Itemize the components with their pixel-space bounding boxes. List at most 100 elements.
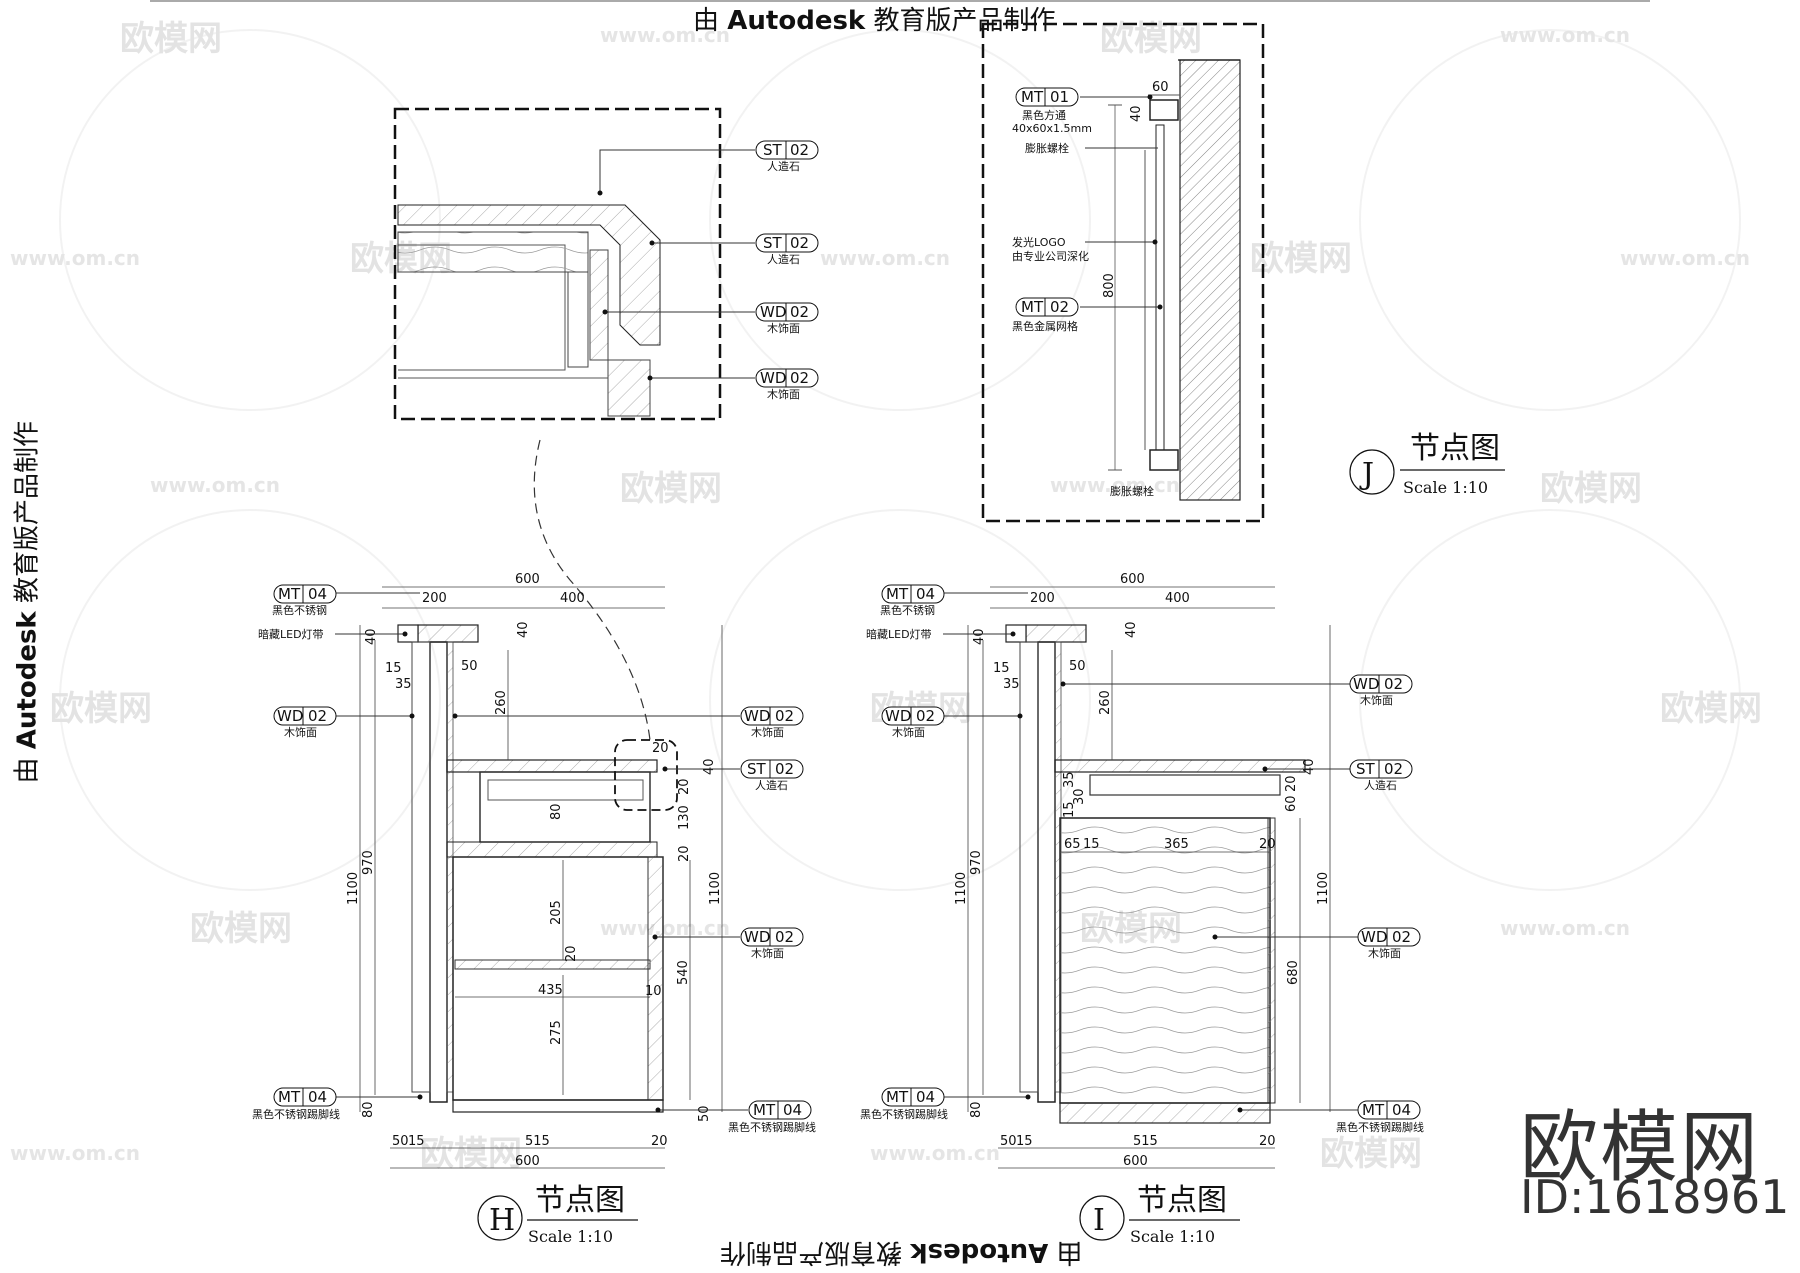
svg-text:木饰面: 木饰面 — [1360, 693, 1393, 707]
material-tag-st02: ST 02 人造石 — [755, 233, 819, 266]
svg-text:ST: ST — [763, 234, 783, 252]
svg-text:10: 10 — [645, 984, 662, 999]
detail-i-view: 600 200 400 40 40 15 35 50 260 40 20 60 … — [860, 572, 1424, 1246]
brand-logo: 欧模网 — [1520, 1103, 1761, 1193]
bolt-label: 膨胀螺栓 — [1025, 141, 1069, 155]
svg-text:02: 02 — [790, 369, 809, 387]
svg-text:970: 970 — [361, 850, 376, 875]
svg-text:205: 205 — [549, 900, 564, 925]
detail-j-view: 800 60 40 MT 01 黑色方通 40x60x1.5mm 膨胀螺栓 发光… — [981, 22, 1505, 523]
svg-text:50: 50 — [1069, 659, 1086, 674]
svg-text:ST: ST — [1356, 760, 1376, 778]
svg-text:20: 20 — [1259, 1134, 1276, 1149]
watermark-text: 欧模网 — [50, 689, 152, 729]
svg-text:木饰面: 木饰面 — [892, 725, 925, 739]
svg-text:50: 50 — [461, 659, 478, 674]
svg-text:50: 50 — [392, 1134, 409, 1149]
svg-text:WD: WD — [1361, 928, 1387, 946]
svg-text:40: 40 — [1124, 621, 1139, 638]
svg-text:1100: 1100 — [954, 872, 969, 905]
watermark-text: 欧模网 — [1660, 689, 1762, 729]
svg-text:435: 435 — [538, 983, 563, 998]
material-tag-mt04: MT 04 黑色不锈钢踢脚线 — [252, 1087, 340, 1121]
svg-text:60: 60 — [1284, 795, 1299, 812]
watermark-text: 欧模网 — [190, 909, 292, 949]
svg-text:02: 02 — [775, 760, 794, 778]
svg-text:35: 35 — [1062, 771, 1077, 788]
svg-text:02: 02 — [308, 707, 327, 725]
watermark-text: 欧模网 — [420, 1134, 522, 1174]
svg-text:节点图: 节点图 — [1137, 1183, 1227, 1218]
edu-stamp-left: 由 Autodesk 教育版产品制作 — [12, 421, 43, 784]
svg-text:15: 15 — [1083, 837, 1100, 852]
svg-text:WD: WD — [1353, 675, 1379, 693]
svg-text:04: 04 — [916, 1088, 935, 1106]
svg-text:WD: WD — [760, 369, 786, 387]
material-tag-wd02: WD 02 木饰面 — [273, 706, 337, 739]
svg-text:40: 40 — [1302, 758, 1317, 775]
svg-text:02: 02 — [790, 141, 809, 159]
material-tag-wd02: WD 02 木饰面 — [740, 927, 804, 960]
svg-text:黑色金属网格: 黑色金属网格 — [1012, 319, 1078, 333]
watermark-url: www.om.cn — [600, 23, 730, 47]
svg-text:人造石: 人造石 — [1364, 778, 1397, 792]
svg-text:35: 35 — [1003, 677, 1020, 692]
svg-text:400: 400 — [560, 591, 585, 606]
svg-text:ST: ST — [747, 760, 767, 778]
svg-text:40: 40 — [364, 628, 379, 645]
svg-text:MT: MT — [1362, 1101, 1385, 1119]
material-tag-st02: ST 02 人造石 — [740, 759, 804, 792]
svg-text:80: 80 — [549, 803, 564, 820]
svg-text:04: 04 — [308, 1088, 327, 1106]
svg-text:60: 60 — [1152, 80, 1169, 95]
svg-text:20: 20 — [564, 945, 579, 962]
material-tag-wd02: WD 02 木饰面 — [755, 368, 819, 401]
watermark-url: www.om.cn — [10, 1141, 140, 1165]
svg-text:15: 15 — [408, 1134, 425, 1149]
svg-text:200: 200 — [422, 591, 447, 606]
material-tag-wd02: WD 02 木饰面 — [1349, 674, 1413, 707]
svg-text:40x60x1.5mm: 40x60x1.5mm — [1012, 122, 1092, 135]
detail-h-title: H 节点图 Scale 1:10 — [477, 1183, 638, 1246]
svg-text:50: 50 — [697, 1105, 712, 1122]
svg-text:600: 600 — [1123, 1154, 1148, 1169]
logo-note: 由专业公司深化 — [1012, 249, 1089, 263]
detail-i-title: I 节点图 Scale 1:10 — [1079, 1183, 1240, 1246]
material-tag-wd02: WD 02 木饰面 — [1357, 927, 1421, 960]
svg-text:节点图: 节点图 — [1410, 431, 1500, 466]
watermark-text: 欧模网 — [1320, 1134, 1422, 1174]
svg-text:黑色不锈钢: 黑色不锈钢 — [272, 603, 327, 617]
material-tag-wd02: WD 02 木饰面 — [755, 302, 819, 335]
detail-zoom-view: ST 02 人造石 ST 02 人造石 WD 02 木饰面 WD 02 木饰面 — [393, 107, 819, 741]
material-tag-mt04: MT 04 黑色不锈钢 — [272, 584, 337, 617]
watermark-url: www.om.cn — [820, 246, 950, 270]
svg-text:WD: WD — [760, 303, 786, 321]
svg-text:600: 600 — [1120, 572, 1145, 587]
svg-text:260: 260 — [1098, 690, 1113, 715]
svg-text:65: 65 — [1064, 837, 1081, 852]
edu-stamp-top: 由 Autodesk 教育版产品制作 — [693, 6, 1056, 36]
svg-text:15: 15 — [1016, 1134, 1033, 1149]
svg-text:970: 970 — [969, 850, 984, 875]
svg-text:40: 40 — [702, 758, 717, 775]
svg-text:MT: MT — [1021, 298, 1044, 316]
svg-text:黑色方通: 黑色方通 — [1022, 108, 1066, 122]
svg-text:20: 20 — [1284, 775, 1299, 792]
bolt-label: 膨胀螺栓 — [1110, 484, 1154, 498]
watermark-url: www.om.cn — [870, 1141, 1000, 1165]
svg-text:木饰面: 木饰面 — [751, 946, 784, 960]
svg-text:20: 20 — [1259, 837, 1276, 852]
svg-text:680: 680 — [1286, 960, 1301, 985]
svg-text:1100: 1100 — [346, 872, 361, 905]
material-tag-st02: ST 02 人造石 — [1349, 759, 1413, 792]
svg-text:365: 365 — [1164, 837, 1189, 852]
svg-text:J: J — [1359, 457, 1374, 492]
svg-text:黑色不锈钢: 黑色不锈钢 — [880, 603, 935, 617]
detail-j-title: J 节点图 Scale 1:10 — [1349, 431, 1505, 497]
svg-text:黑色不锈钢踢脚线: 黑色不锈钢踢脚线 — [1336, 1120, 1424, 1134]
svg-text:WD: WD — [744, 707, 770, 725]
detail-callout-line — [533, 439, 651, 741]
material-tag-wd02: WD 02 木饰面 — [881, 706, 945, 739]
svg-text:MT: MT — [278, 585, 301, 603]
